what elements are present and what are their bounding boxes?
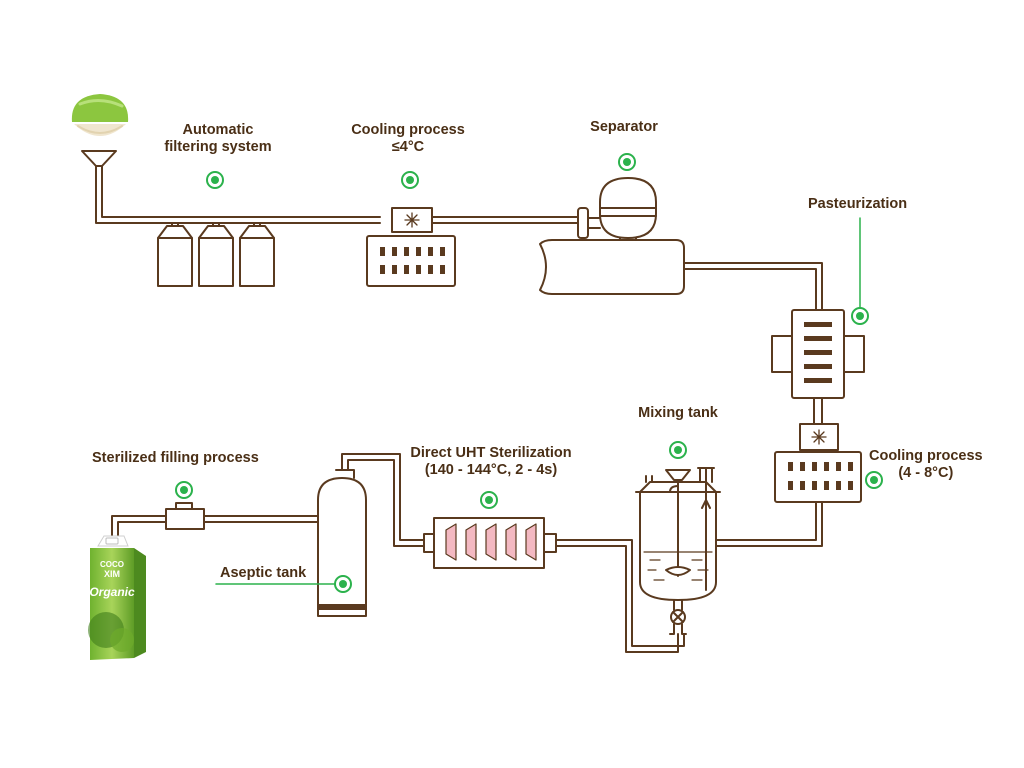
- label-separator: Separator: [590, 119, 658, 135]
- package-product: Organic: [89, 585, 135, 599]
- label-cooling-process-1: Cooling process ≤4°C: [351, 122, 465, 156]
- indicator-filling[interactable]: [175, 481, 193, 499]
- pipe-top: [95, 177, 587, 224]
- label-aseptic-tank: Aseptic tank: [220, 565, 307, 581]
- label-cooling-1-line2: ≤4°C: [391, 139, 425, 155]
- snowflake-icon: [811, 429, 827, 445]
- pipe-to-pasteurization: [683, 262, 823, 311]
- pasteurization-unit: [771, 309, 865, 425]
- label-uht-sterilization: Direct UHT Sterilization (140 - 144°C, 2…: [410, 445, 571, 479]
- label-uht-line2: (140 - 144°C, 2 - 4s): [424, 462, 558, 478]
- label-mixing-tank: Mixing tank: [638, 405, 718, 421]
- cooling-unit-1: [366, 207, 456, 287]
- indicator-cooling-2[interactable]: [865, 471, 883, 489]
- label-cooling-1-line1: Cooling process: [351, 122, 465, 138]
- funnel: [81, 150, 117, 179]
- indicator-filtering[interactable]: [206, 171, 224, 189]
- snowflake-icon: [404, 212, 420, 228]
- pipe-to-uht: [555, 539, 685, 653]
- indicator-cooling-1[interactable]: [401, 171, 419, 189]
- aseptic-tank: [317, 469, 367, 617]
- mixing-tank: [635, 467, 721, 635]
- label-pasteurization: Pasteurization: [808, 196, 908, 212]
- package-brand-line1: COCO: [100, 560, 124, 569]
- filter-bottles: [157, 222, 275, 287]
- indicators: [175, 153, 883, 593]
- indicator-uht[interactable]: [480, 491, 498, 509]
- callout-lines: [215, 217, 861, 585]
- label-automatic-filtering-line2: filtering system: [164, 139, 272, 155]
- label-cooling-2-line1: Cooling process: [869, 448, 983, 464]
- indicator-separator[interactable]: [618, 153, 636, 171]
- coconut-water-package: COCO XIM Organic: [88, 535, 146, 660]
- label-cooling-2-line2: (4 - 8°C): [898, 465, 954, 481]
- cooling-unit-2: [774, 423, 862, 503]
- pipe-to-mixing: [715, 501, 823, 547]
- uht-sterilizer: [423, 517, 557, 569]
- label-cooling-process-2: Cooling process (4 - 8°C): [869, 448, 983, 482]
- label-sterilized-filling: Sterilized filling process: [92, 450, 259, 466]
- label-automatic-filtering: Automatic filtering system: [164, 122, 271, 156]
- package-brand-line2: XIM: [104, 569, 120, 579]
- separator-unit: [539, 177, 685, 295]
- indicator-mixing[interactable]: [669, 441, 687, 459]
- label-automatic-filtering-line1: Automatic: [182, 122, 254, 138]
- label-uht-line1: Direct UHT Sterilization: [410, 445, 572, 461]
- pipe-to-filler: [111, 502, 319, 543]
- indicator-aseptic[interactable]: [334, 575, 352, 593]
- indicator-pasteurization[interactable]: [851, 307, 869, 325]
- coconut-icon: [71, 94, 129, 136]
- pipe-to-aseptic: [341, 453, 425, 547]
